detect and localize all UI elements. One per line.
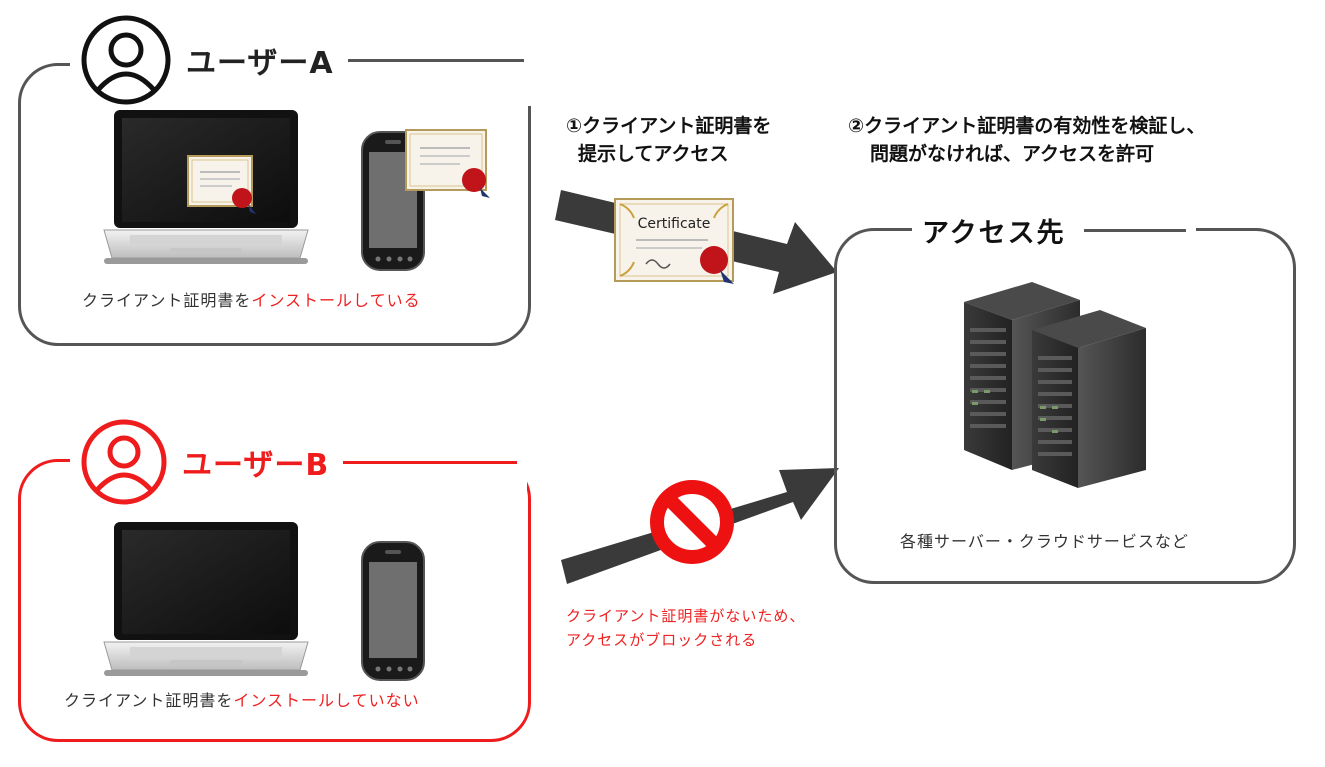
user-a-avatar-icon [81,15,171,105]
user-a-title: ユーザーA [186,46,334,81]
blocked-line1: クライアント証明書がないため、 [566,607,806,625]
user-b-caption: クライアント証明書をインストールしていない [64,687,420,711]
user-a-title-dash [347,58,524,62]
blocked-caption: クライアント証明書がないため、 アクセスがブロックされる [566,604,805,652]
destination-title-dash [1083,228,1186,232]
server-rack-icon [964,282,1146,488]
user-a-caption-prefix: クライアント証明書を [82,291,252,310]
step2-text: ②クライアント証明書の有効性を検証し、 問題がなければ、アクセスを許可 [848,112,1205,168]
user-b-title: ユーザーB [182,448,330,483]
certificate-icon: Certificate [614,198,734,284]
step1-line2: 提示してアクセス [578,143,729,165]
user-b-title-plate: ユーザーB [70,418,528,506]
user-b-title-dash [343,460,518,464]
destination-title: アクセス先 [922,217,1066,249]
user-a-caption: クライアント証明書をインストールしている [82,287,421,311]
user-b-phone-icon [361,541,425,681]
user-a-caption-highlight: インストールしている [251,291,421,310]
user-b-laptop-icon [103,522,309,676]
no-entry-icon [650,480,734,564]
blocked-line2: アクセスがブロックされる [566,631,758,649]
step2-line2: 問題がなければ、アクセスを許可 [870,143,1155,165]
step1-line1: ①クライアント証明書を [566,115,772,137]
user-b-avatar-icon [81,419,167,505]
user-a-phone-cert-icon [405,129,490,198]
user-b-caption-highlight: インストールしていない [233,691,420,710]
destination-caption: 各種サーバー・クラウドサービスなど [900,532,1189,551]
user-b-caption-prefix: クライアント証明書を [64,691,234,710]
step1-text: ①クライアント証明書を 提示してアクセス [566,112,771,168]
step2-line1: ②クライアント証明書の有効性を検証し、 [848,115,1206,137]
certificate-label: Certificate [638,216,711,232]
destination-title-plate: アクセス先 [912,208,1196,252]
user-a-laptop-cert-icon [187,155,256,214]
user-a-title-plate: ユーザーA [70,14,534,106]
